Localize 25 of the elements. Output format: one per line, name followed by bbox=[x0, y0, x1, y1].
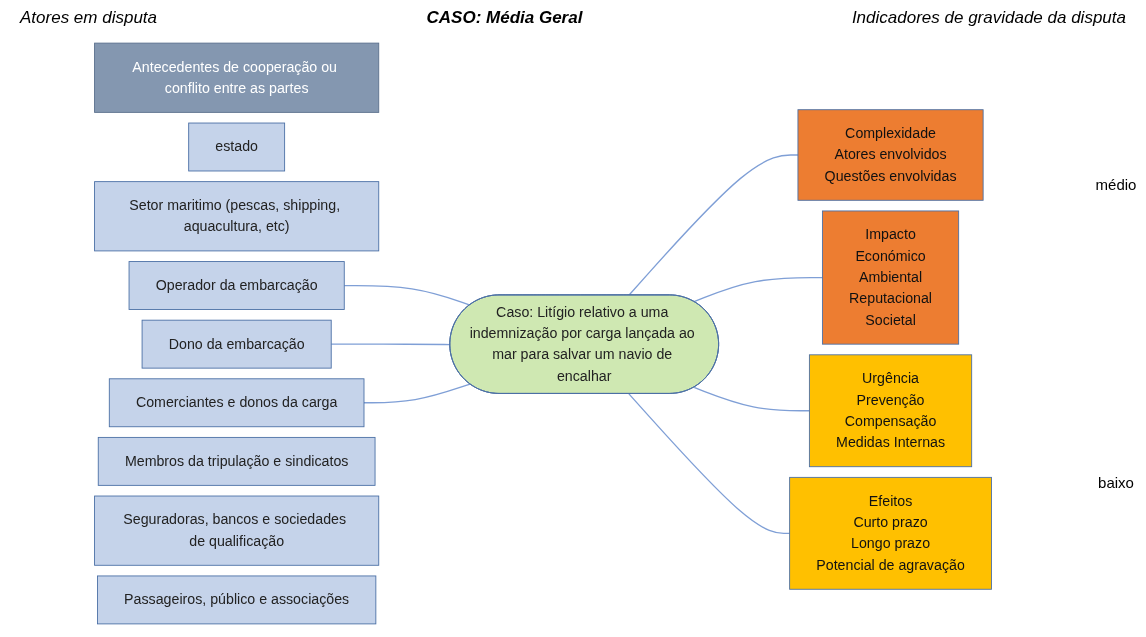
node-box: Impacto Económico Ambiental Reputacional Societal bbox=[821, 210, 960, 345]
node-box: Comerciantes e donos da carga bbox=[108, 378, 365, 428]
node-box: estado bbox=[188, 122, 286, 172]
node-box: Efeitos Curto prazo Longo prazo Potencial de agravação bbox=[789, 476, 992, 590]
node-box: Complexidade Atores envolvidos Questões envolvidas bbox=[797, 109, 984, 201]
connector bbox=[693, 386, 811, 412]
connector bbox=[330, 343, 451, 346]
connector bbox=[343, 284, 471, 306]
node-box: Passageiros, público e associações bbox=[97, 575, 377, 625]
level-label: médio bbox=[1095, 176, 1137, 194]
node-box: Setor maritimo (pescas, shipping, aquacultura, etc) bbox=[94, 181, 380, 252]
column-heading: Atores em disputa bbox=[20, 8, 157, 28]
level-label: baixo bbox=[1098, 473, 1134, 491]
node-box: Seguradoras, bancos e sociedades de qualificação bbox=[94, 495, 380, 566]
node-box: Urgência Prevenção Compensação Medidas Internas bbox=[808, 354, 973, 468]
node-box: Operador da embarcação bbox=[128, 261, 345, 310]
column-heading: Indicadores de gravidade da disputa bbox=[851, 8, 1126, 28]
title: CASO: Média Geral bbox=[426, 8, 583, 28]
connector bbox=[363, 383, 471, 404]
connector bbox=[628, 154, 799, 296]
connector bbox=[693, 276, 824, 303]
node-box: Membros da tripulação e sindicatos bbox=[97, 436, 376, 486]
node-box: Dono da embarcação bbox=[141, 319, 332, 369]
connector bbox=[628, 393, 791, 534]
node-box: Antecedentes de cooperação ou conflito entre as partes bbox=[94, 42, 380, 113]
